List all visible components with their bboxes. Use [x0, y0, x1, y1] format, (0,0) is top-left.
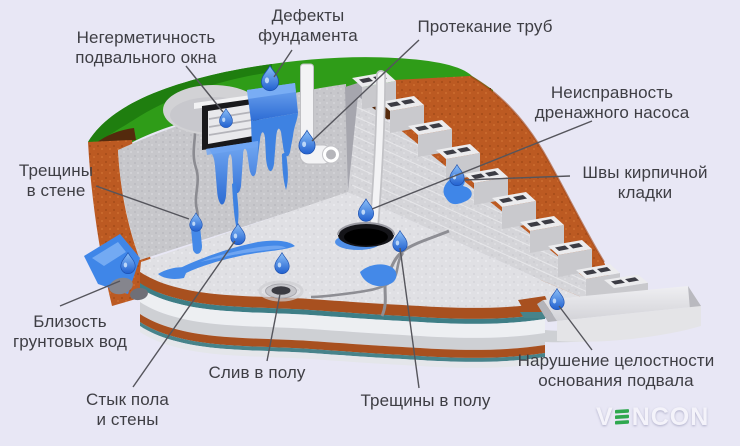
label-floor-cracks: Трещины в полу: [360, 391, 491, 410]
leader-floor-cracks: [399, 247, 420, 389]
groundwater-pool: [84, 234, 148, 301]
label-pump-failure: Неисправность дренажного насоса: [534, 83, 690, 123]
label-foundation-integrity: Нарушение целостности основания подвала: [517, 351, 715, 391]
leader-masonry-joints: [463, 175, 571, 181]
rubble-stone: [130, 287, 148, 301]
floor-cracks: [310, 229, 450, 317]
leader-lines: [59, 39, 593, 389]
floor-drain: [258, 280, 304, 302]
leader-floor-drain: [266, 293, 281, 362]
leader-foundation-integrity: [558, 305, 593, 351]
vencon-logo: V NCON: [596, 403, 740, 431]
label-wall-cracks: Трещины в стене: [18, 161, 94, 201]
label-groundwater: Близость грунтовых вод: [12, 312, 128, 352]
leader-floor-wall-joint: [132, 240, 236, 388]
logo-letter-v: V: [596, 402, 614, 431]
leader-pump-failure: [371, 120, 593, 210]
logo-green-e-icon: [614, 409, 629, 425]
label-floor-drain: Слив в полу: [208, 363, 306, 382]
leader-pipe-leak: [311, 39, 420, 142]
sump-pit: [335, 222, 395, 250]
foundation-layers-cutaway: [140, 272, 545, 368]
label-floor-wall-joint: Стык пола и стены: [85, 390, 169, 430]
leader-window-leak: [185, 65, 224, 113]
leader-wall-cracks: [95, 185, 190, 220]
label-masonry-joints: Швы кирпичной кладки: [582, 163, 708, 203]
basement-window: [163, 85, 263, 150]
label-pipe-leak: Протекание труб: [417, 17, 553, 36]
rubble-stone: [109, 277, 133, 295]
foundation-slab-right: [518, 286, 701, 343]
wall-water-stains: [206, 83, 472, 229]
label-window-leak: Негерметичность подвального окна: [75, 28, 217, 68]
label-foundation-defects: Дефекты фундамента: [258, 6, 358, 46]
logo-letters-ncon: NCON: [631, 402, 710, 431]
leader-foundation-defects: [273, 49, 293, 78]
basement-floor: [140, 192, 612, 317]
floor-water-puddles: [158, 226, 397, 287]
leader-groundwater: [59, 280, 121, 307]
